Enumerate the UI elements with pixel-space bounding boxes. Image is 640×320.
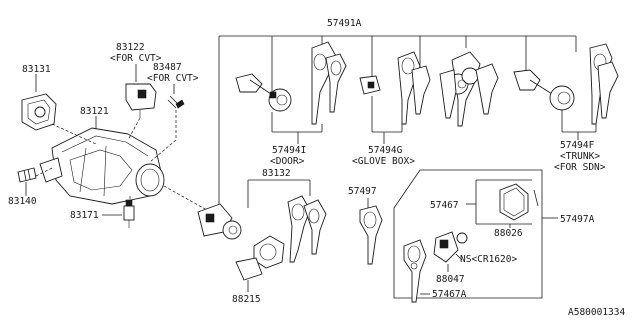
part-83132-lock <box>197 203 242 240</box>
label-57467: 57467 <box>430 200 459 211</box>
label-83121: 83121 <box>80 106 109 117</box>
part-57467-shell <box>499 183 539 221</box>
part-key-set-middle <box>439 51 499 127</box>
part-door-keys <box>311 41 347 125</box>
box-57497A <box>393 169 558 299</box>
part-glove-box-key <box>397 51 431 125</box>
bracket-57491A <box>218 35 577 218</box>
label-57497: 57497 <box>348 186 377 197</box>
part-trunk-lock-cylinder <box>513 69 575 111</box>
label-diagram-id: A580001334 <box>568 307 625 318</box>
label-83122-note: <FOR CVT> <box>110 53 162 64</box>
label-83122: 83122 <box>116 42 145 53</box>
part-83122-switch <box>125 83 157 118</box>
part-83171-screw <box>123 199 135 228</box>
bracket-57467-88026 <box>466 179 532 225</box>
label-NS-CR1620: NS<CR1620> <box>460 254 517 265</box>
label-57497A: 57497A <box>560 214 595 225</box>
label-57494G: 57494G <box>368 145 403 156</box>
part-83131-cylinder <box>21 93 57 131</box>
part-83121-lock-body <box>39 127 165 205</box>
part-glove-box-lock <box>359 75 381 95</box>
part-57467A-key <box>403 239 427 303</box>
label-83132: 83132 <box>262 168 291 179</box>
part-83132-keys <box>287 195 327 263</box>
label-83140: 83140 <box>8 196 37 207</box>
part-88215-cover <box>235 235 285 281</box>
label-57494I-note: <DOOR> <box>270 156 305 167</box>
part-88047-transmitter <box>433 231 468 263</box>
label-57494F-note1: <TRUNK> <box>560 151 600 162</box>
part-door-lock-cylinder <box>235 73 292 112</box>
label-88026: 88026 <box>494 228 523 239</box>
label-83131: 83131 <box>22 64 51 75</box>
label-83487-note: <FOR CVT> <box>147 73 199 84</box>
part-83140-bolt <box>17 167 37 183</box>
label-88047: 88047 <box>436 274 465 285</box>
label-83171: 83171 <box>70 210 99 221</box>
label-83487: 83487 <box>153 62 182 73</box>
label-57467A: 57467A <box>432 289 467 300</box>
part-trunk-keys <box>589 43 619 125</box>
label-57494F-note2: <FOR SDN> <box>554 162 606 173</box>
label-57494F: 57494F <box>560 140 595 151</box>
label-57491A: 57491A <box>327 18 362 29</box>
part-57497-key <box>359 205 383 265</box>
label-88215: 88215 <box>232 294 261 305</box>
label-57494G-note: <GLOVE BOX> <box>352 156 415 167</box>
label-57494I: 57494I <box>272 145 306 156</box>
part-83487-screw <box>167 95 185 109</box>
